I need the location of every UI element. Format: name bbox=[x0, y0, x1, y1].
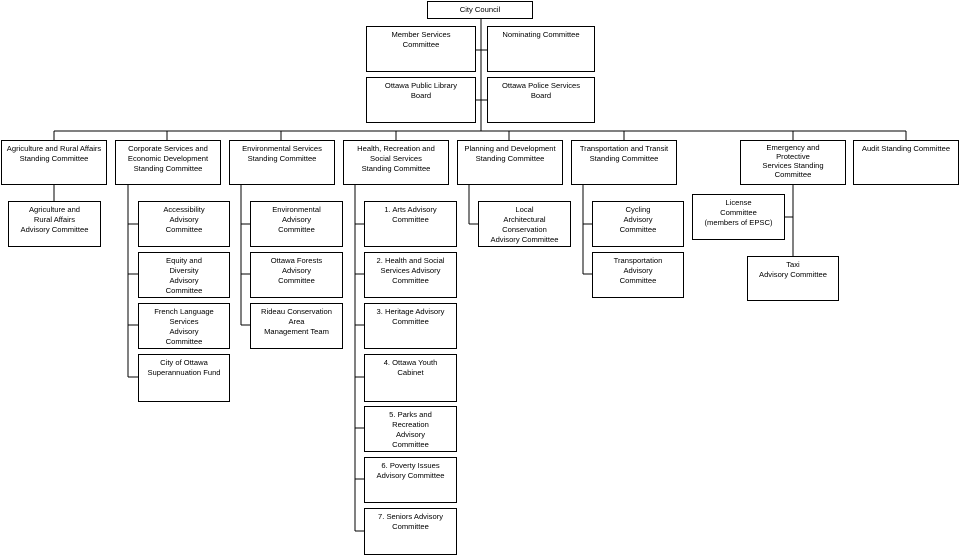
planning-standing-committee-box: Planning and Development Standing Commit… bbox=[457, 140, 563, 185]
nominating-committee-box: Nominating Committee bbox=[487, 26, 595, 72]
local-architectural-conservation-committee-box: Local Architectural Conservation Advisor… bbox=[478, 201, 571, 247]
rideau-conservation-team-box: Rideau Conservation Area Management Team bbox=[250, 303, 343, 349]
french-language-advisory-committee-box: French Language Services Advisory Commit… bbox=[138, 303, 230, 349]
arts-advisory-committee-box: 1. Arts Advisory Committee bbox=[364, 201, 457, 247]
emergency-standing-committee-box: Emergency and Protective Services Standi… bbox=[740, 140, 846, 185]
city-council-box: City Council bbox=[427, 1, 533, 19]
member-services-committee-box: Member Services Committee bbox=[366, 26, 476, 72]
library-board-box: Ottawa Public Library Board bbox=[366, 77, 476, 123]
equity-diversity-advisory-committee-box: Equity and Diversity Advisory Committee bbox=[138, 252, 230, 298]
ottawa-youth-cabinet-box: 4. Ottawa Youth Cabinet bbox=[364, 354, 457, 402]
parks-recreation-advisory-committee-box: 5. Parks and Recreation Advisory Committ… bbox=[364, 406, 457, 452]
agriculture-advisory-committee-box: Agriculture and Rural Affairs Advisory C… bbox=[8, 201, 101, 247]
corporate-standing-committee-box: Corporate Services and Economic Developm… bbox=[115, 140, 221, 185]
transportation-advisory-committee-box: Transportation Advisory Committee bbox=[592, 252, 684, 298]
agriculture-standing-committee-box: Agriculture and Rural Affairs Standing C… bbox=[1, 140, 107, 185]
license-committee-box: License Committee (members of EPSC) bbox=[692, 194, 785, 240]
transportation-standing-committee-box: Transportation and Transit Standing Comm… bbox=[571, 140, 677, 185]
seniors-advisory-committee-box: 7. Seniors Advisory Committee bbox=[364, 508, 457, 555]
accessibility-advisory-committee-box: Accessibility Advisory Committee bbox=[138, 201, 230, 247]
environmental-advisory-committee-box: Environmental Advisory Committee bbox=[250, 201, 343, 247]
police-board-box: Ottawa Police Services Board bbox=[487, 77, 595, 123]
environmental-standing-committee-box: Environmental Services Standing Committe… bbox=[229, 140, 335, 185]
superannuation-fund-box: City of Ottawa Superannuation Fund bbox=[138, 354, 230, 402]
heritage-advisory-committee-box: 3. Heritage Advisory Committee bbox=[364, 303, 457, 349]
health-standing-committee-box: Health, Recreation and Social Services S… bbox=[343, 140, 449, 185]
health-social-advisory-committee-box: 2. Health and Social Services Advisory C… bbox=[364, 252, 457, 298]
ottawa-forests-advisory-committee-box: Ottawa Forests Advisory Committee bbox=[250, 252, 343, 298]
taxi-advisory-committee-box: Taxi Advisory Committee bbox=[747, 256, 839, 301]
cycling-advisory-committee-box: Cycling Advisory Committee bbox=[592, 201, 684, 247]
audit-standing-committee-box: Audit Standing Committee bbox=[853, 140, 959, 185]
poverty-issues-advisory-committee-box: 6. Poverty Issues Advisory Committee bbox=[364, 457, 457, 503]
